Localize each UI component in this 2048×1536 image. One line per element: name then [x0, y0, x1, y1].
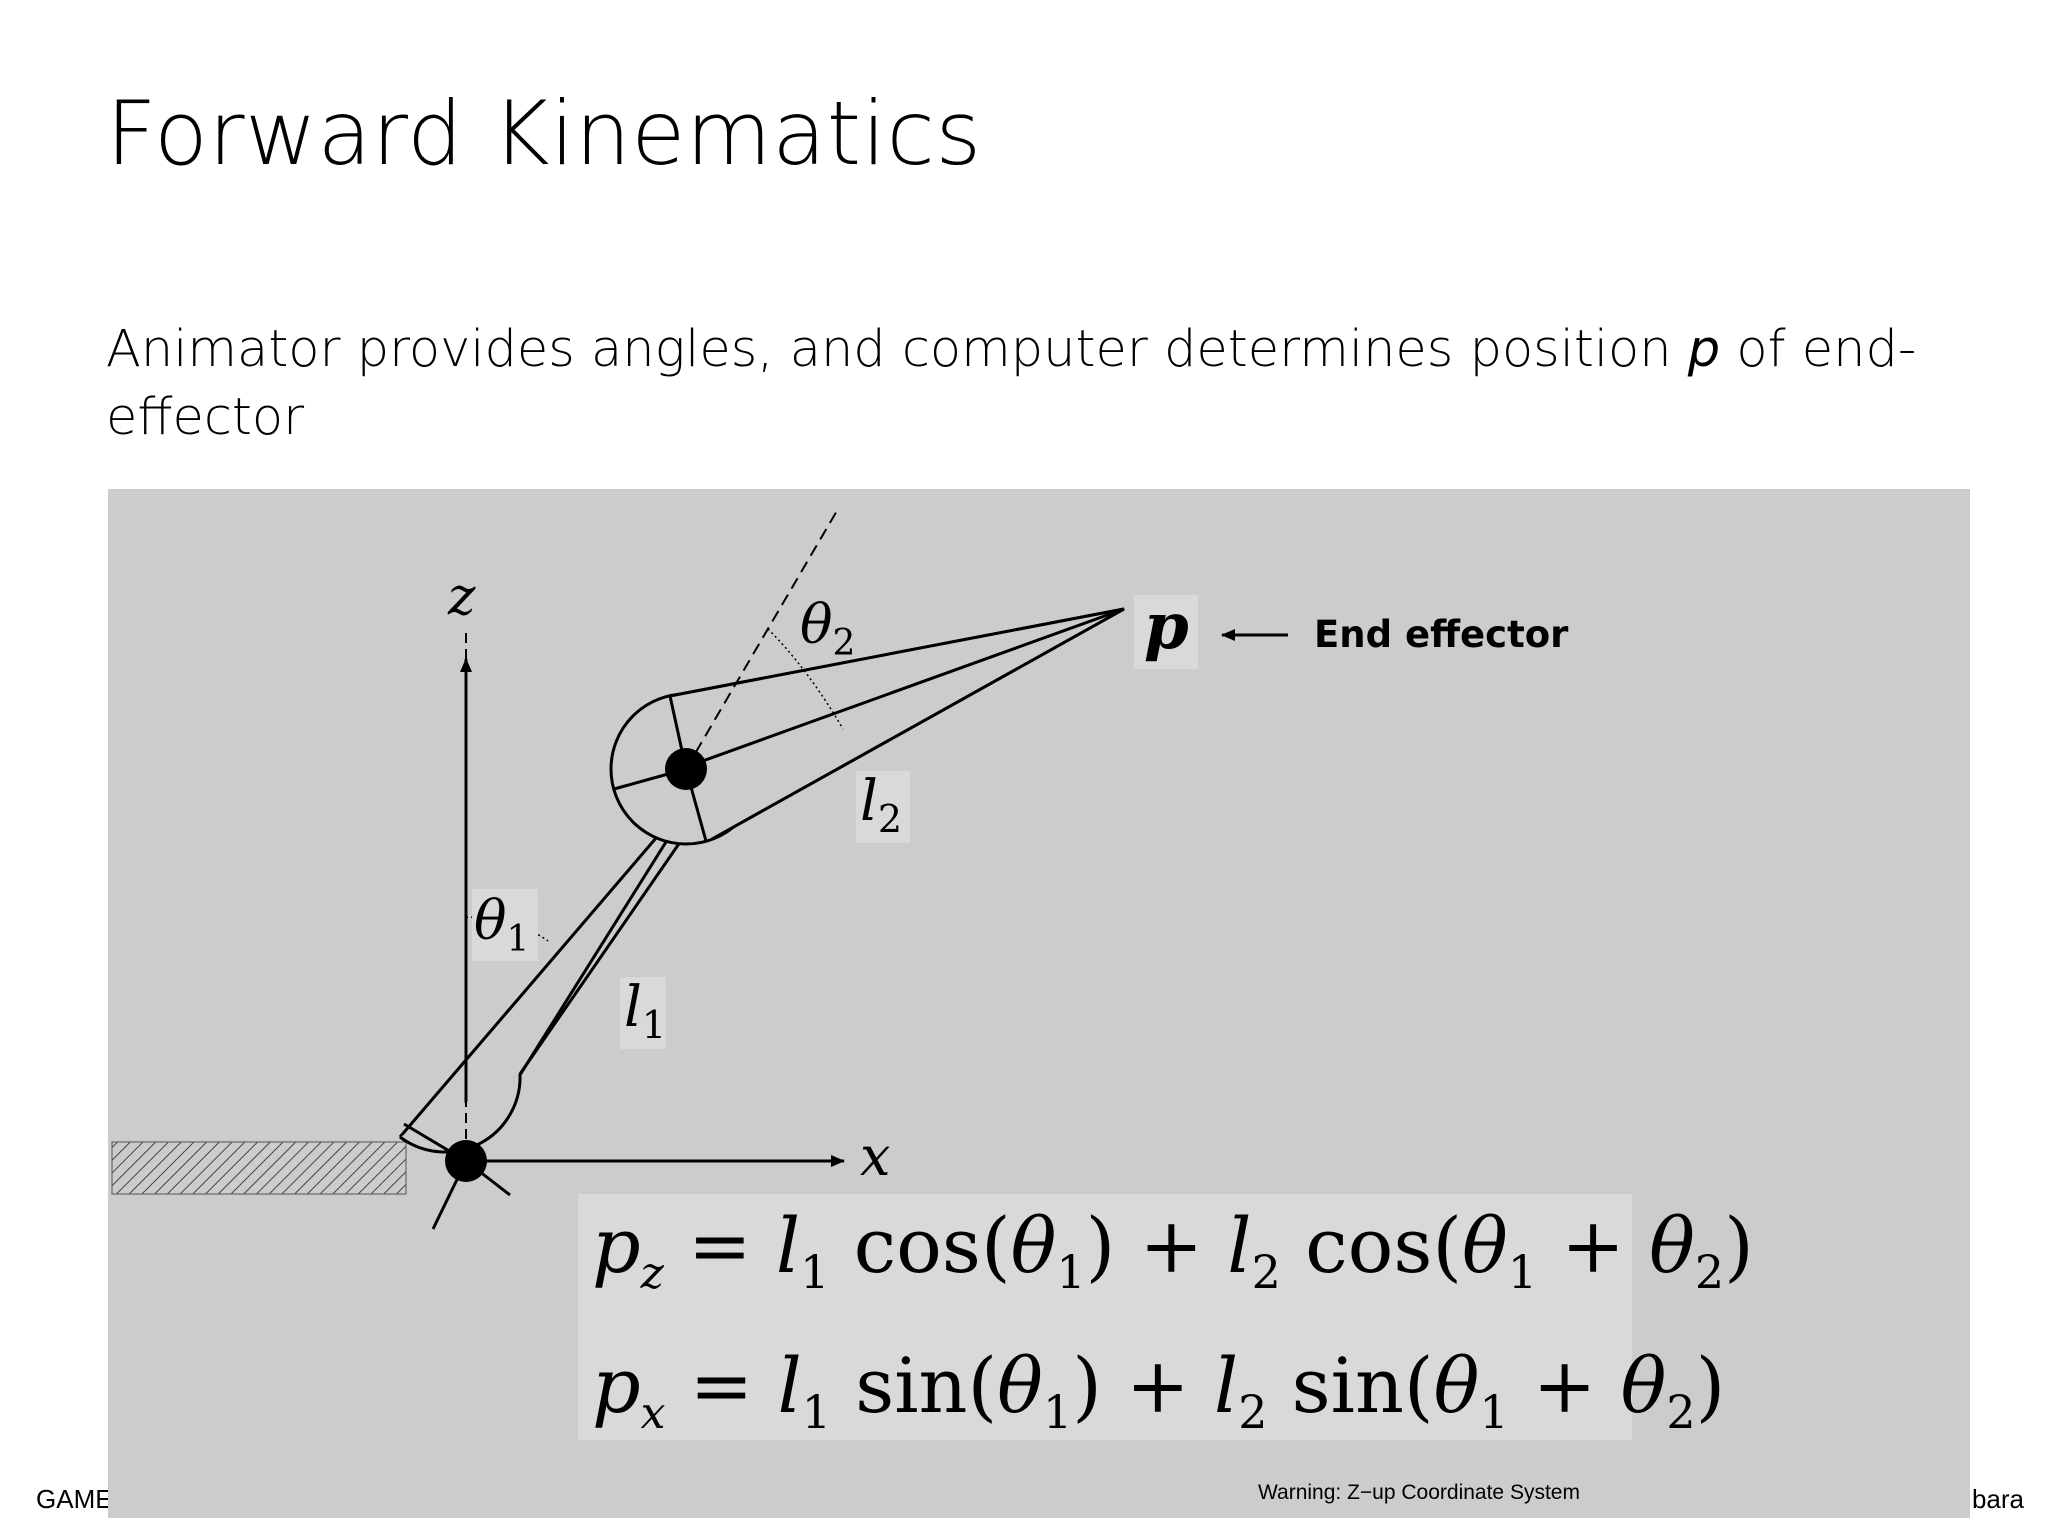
slide-title: Forward Kinematics [106, 82, 982, 185]
kinematics-figure: z x θ1 θ2 l1 l2 p End effector pz = l1 c… [108, 489, 1970, 1518]
l1-label-bg [620, 977, 666, 1049]
link-2-centerline-top [685, 607, 1125, 769]
z-axis-label: z [448, 567, 476, 627]
theta2-reference-line [685, 508, 839, 770]
subtitle-text-before: Animator provides angles, and computer d… [106, 320, 1688, 379]
base-joint-housing [399, 1073, 522, 1154]
x-axis-label: x [860, 1125, 891, 1188]
l2-label: l2 [860, 769, 903, 842]
end-effector-label: End effector [1314, 613, 1569, 656]
equations-bg [578, 1194, 1632, 1440]
end-effector-point-label: p [1144, 589, 1189, 664]
ground-hatch [111, 1141, 407, 1195]
equation-pz-lhs: p [592, 1201, 641, 1290]
slide-subtitle: Animator provides angles, and computer d… [106, 316, 1926, 452]
subtitle-variable-p: p [1687, 320, 1721, 379]
theta1-label-bg [472, 889, 538, 961]
theta1-label: θ1 [474, 889, 530, 960]
l1-label: l1 [624, 975, 667, 1048]
p-label-bg [1134, 595, 1198, 669]
footer-left: GAME [36, 1484, 113, 1514]
equation-px-lhs-sub: x [640, 1388, 666, 1440]
theta2-label: θ2 [800, 593, 856, 664]
coordinate-warning: Warning: Z−up Coordinate System [1258, 1481, 1580, 1504]
theta2-arc [767, 628, 844, 730]
equation-pz-lhs-sub: z [640, 1248, 664, 1300]
equation-px-fn-1: sin [855, 1341, 968, 1430]
subtitle-text-after: of end-effector [106, 320, 1917, 447]
footer-right: bara [1971, 1484, 2024, 1514]
equation-px: px = l1 sin(θ1) + l2 sin(θ1 + θ2) [592, 1341, 1726, 1440]
equation-px-lhs: p [592, 1341, 641, 1430]
equation-pz-fn-2: cos [1305, 1201, 1433, 1290]
l2-label-bg [856, 771, 910, 843]
kinematics-diagram [111, 508, 1632, 1440]
base-joint-pivot [445, 1140, 487, 1182]
elbow-joint-cover [670, 609, 1124, 839]
equation-px-fn-2: sin [1291, 1341, 1404, 1430]
equation-pz: pz = l1 cos(θ1) + l2 cos(θ1 + θ2) [592, 1201, 1754, 1300]
equation-pz-fn-1: cos [853, 1201, 981, 1290]
